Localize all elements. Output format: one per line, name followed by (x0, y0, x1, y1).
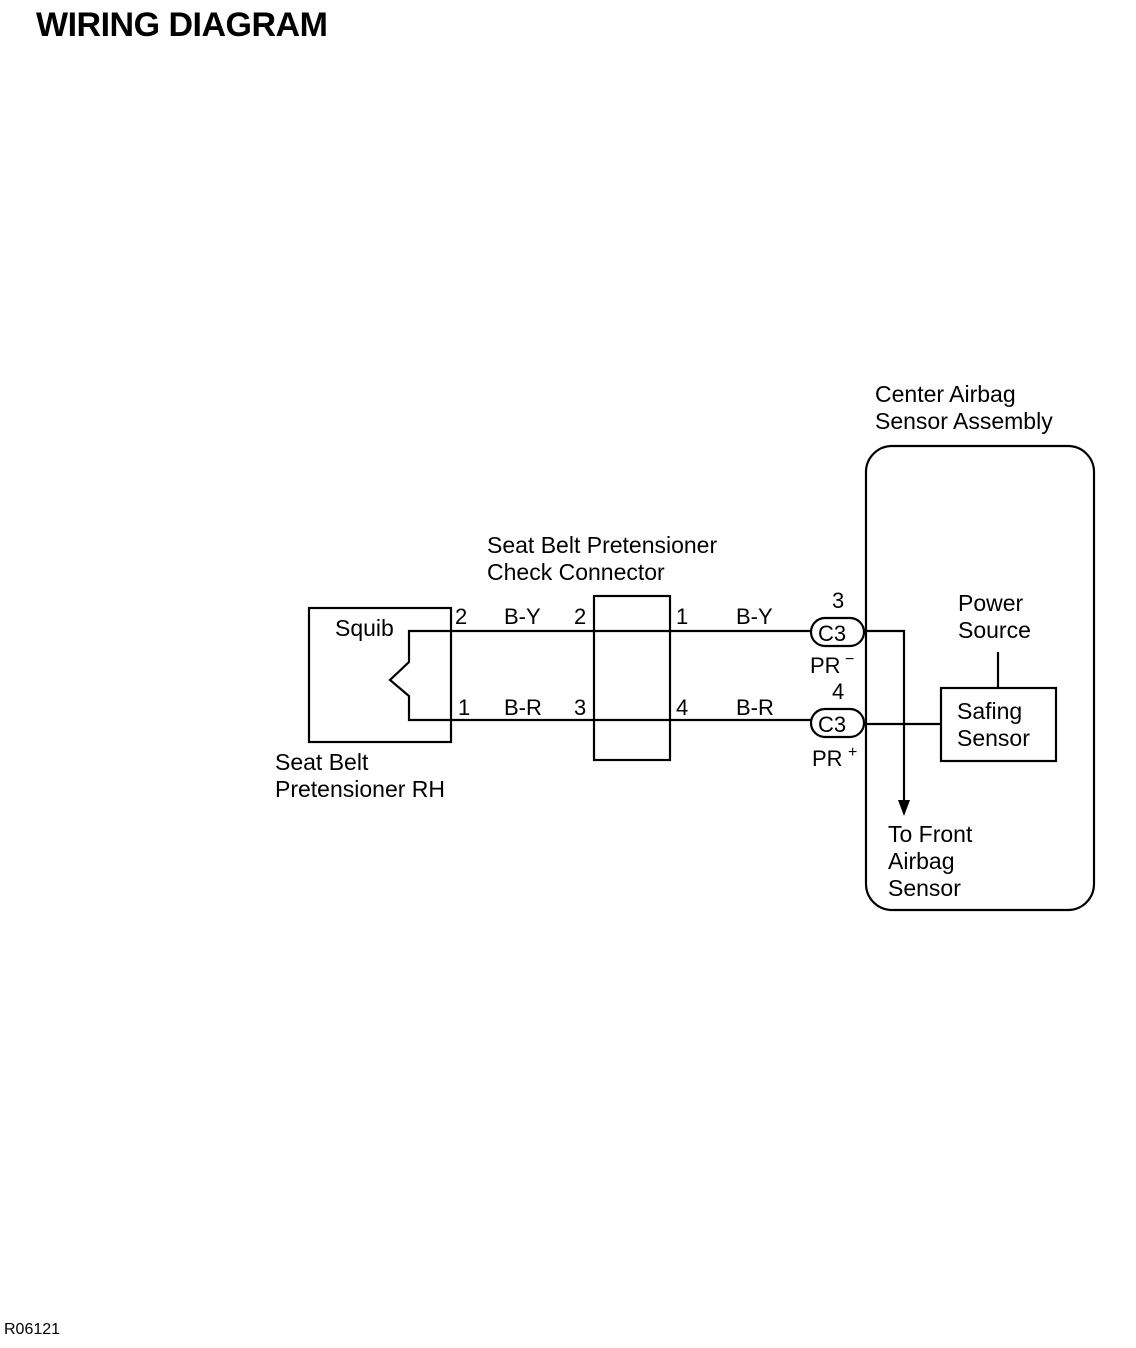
check-connector-box (592, 594, 672, 762)
front-sensor-line1: To Front (888, 821, 973, 847)
lower-sensor-pin: 4 (832, 679, 844, 704)
lower-check-out-pin: 4 (676, 695, 688, 720)
safing-sensor-line2: Sensor (957, 725, 1030, 751)
lower-check-in-pin: 3 (574, 695, 586, 720)
figure-code: R06121 (4, 1321, 60, 1338)
squib-element (388, 629, 451, 722)
safing-sensor-box (939, 686, 1058, 763)
wire-to-front-sensor (864, 629, 906, 808)
pretensioner-label-line1: Seat Belt (275, 749, 369, 775)
check-connector-label-line2: Check Connector (487, 559, 665, 585)
lower-color-left: B-R (504, 695, 542, 720)
squib-label: Squib (335, 615, 394, 641)
lower-squib-pin: 1 (458, 695, 470, 720)
upper-check-in-pin: 2 (574, 604, 586, 629)
arrow-down-icon (898, 800, 910, 816)
upper-polarity: − (845, 651, 854, 668)
upper-sensor-pin: 3 (832, 588, 844, 613)
upper-squib-pin: 2 (455, 604, 467, 629)
front-sensor-line3: Sensor (888, 875, 961, 901)
lower-polarity: + (848, 744, 857, 761)
page-title: WIRING DIAGRAM (36, 6, 327, 44)
upper-check-out-pin: 1 (676, 604, 688, 629)
airbag-assembly-box (864, 444, 1096, 912)
pretensioner-box (307, 606, 453, 744)
lower-connector-label: C3 (818, 712, 846, 737)
safing-sensor-line1: Safing (957, 698, 1022, 724)
front-sensor-line2: Airbag (888, 848, 954, 874)
pretensioner-label-line2: Pretensioner RH (275, 776, 445, 802)
airbag-assembly-label-line1: Center Airbag (875, 381, 1016, 407)
power-source-line1: Power (958, 590, 1024, 616)
power-source-line2: Source (958, 617, 1031, 643)
check-connector-label-line1: Seat Belt Pretensioner (487, 532, 717, 558)
airbag-assembly-label-line2: Sensor Assembly (875, 408, 1053, 434)
upper-connector-label: C3 (818, 621, 846, 646)
upper-color-right: B-Y (736, 604, 773, 629)
lower-color-right: B-R (736, 695, 774, 720)
upper-color-left: B-Y (504, 604, 541, 629)
lower-terminal: PR (812, 746, 843, 771)
upper-terminal: PR (810, 653, 841, 678)
